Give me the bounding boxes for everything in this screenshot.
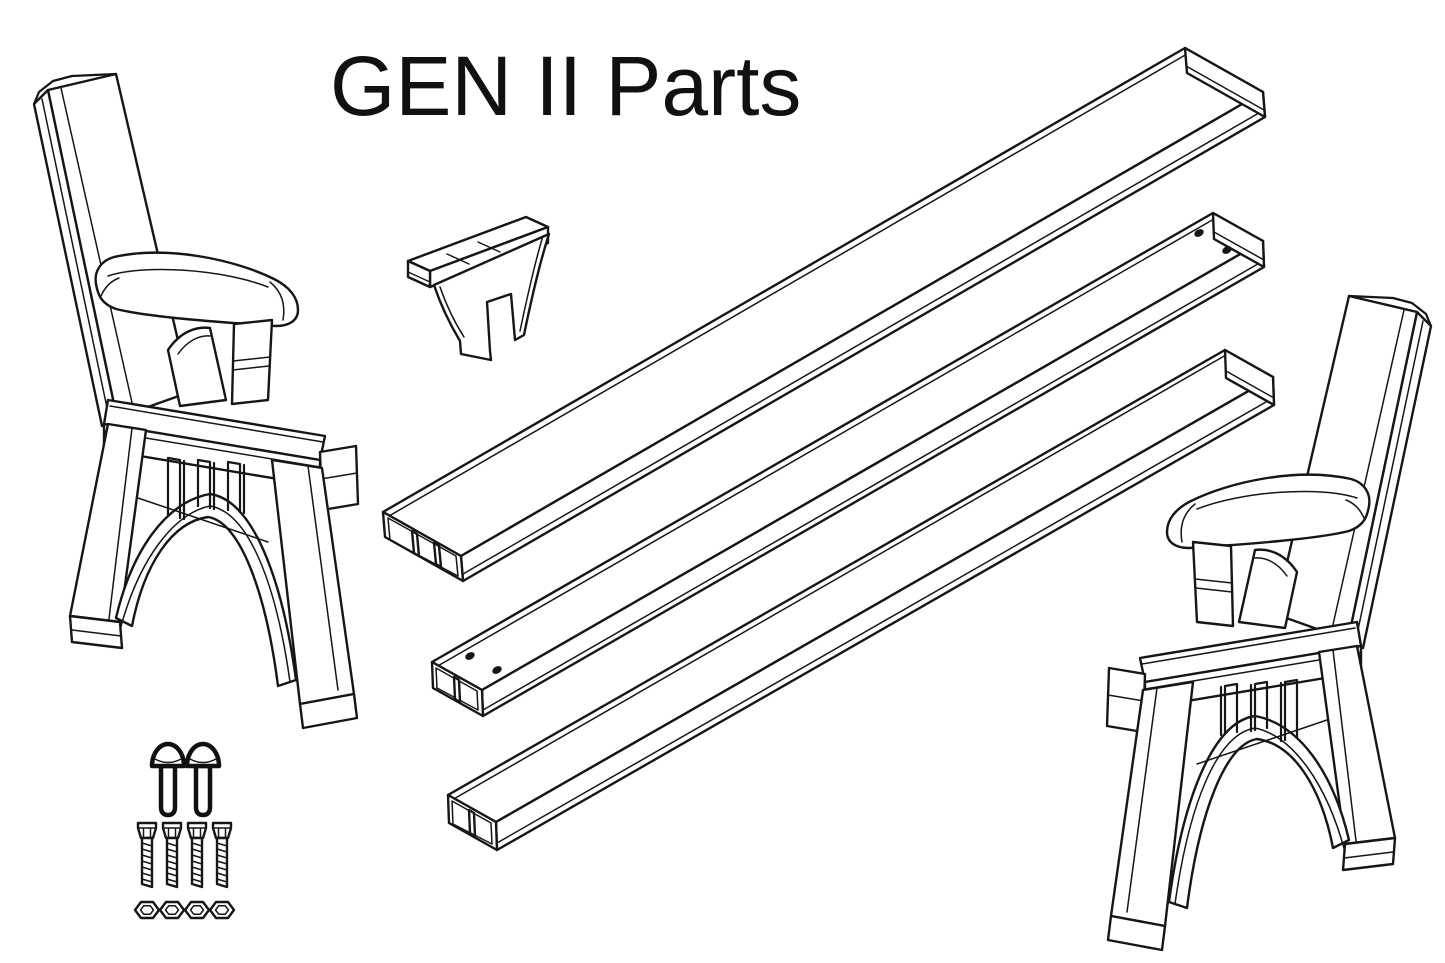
- hex-nut-icon: [158, 900, 186, 920]
- hardware-drawing: [133, 741, 236, 920]
- hex-bolt-icon: [161, 821, 183, 889]
- hex-nut-icon: [208, 900, 236, 920]
- carriage-bolt-icon: [184, 741, 222, 818]
- right-end-frame-drawing: [1105, 294, 1433, 952]
- seat-plank-drawing: [381, 46, 1267, 583]
- hex-bolt-icon: [136, 821, 158, 889]
- bottom-rail-drawing: [446, 348, 1276, 852]
- carriage-bolt-icon: [149, 741, 187, 818]
- hex-nut-icon: [133, 900, 161, 920]
- hex-nut-icon: [183, 900, 211, 920]
- center-bracket-drawing: [406, 215, 551, 362]
- hex-bolt-icon: [186, 821, 208, 889]
- page-title: GEN II Parts: [330, 39, 802, 133]
- front-rail-drawing: [430, 211, 1266, 718]
- hex-bolt-icon: [211, 821, 233, 889]
- left-end-frame-drawing: [32, 72, 360, 730]
